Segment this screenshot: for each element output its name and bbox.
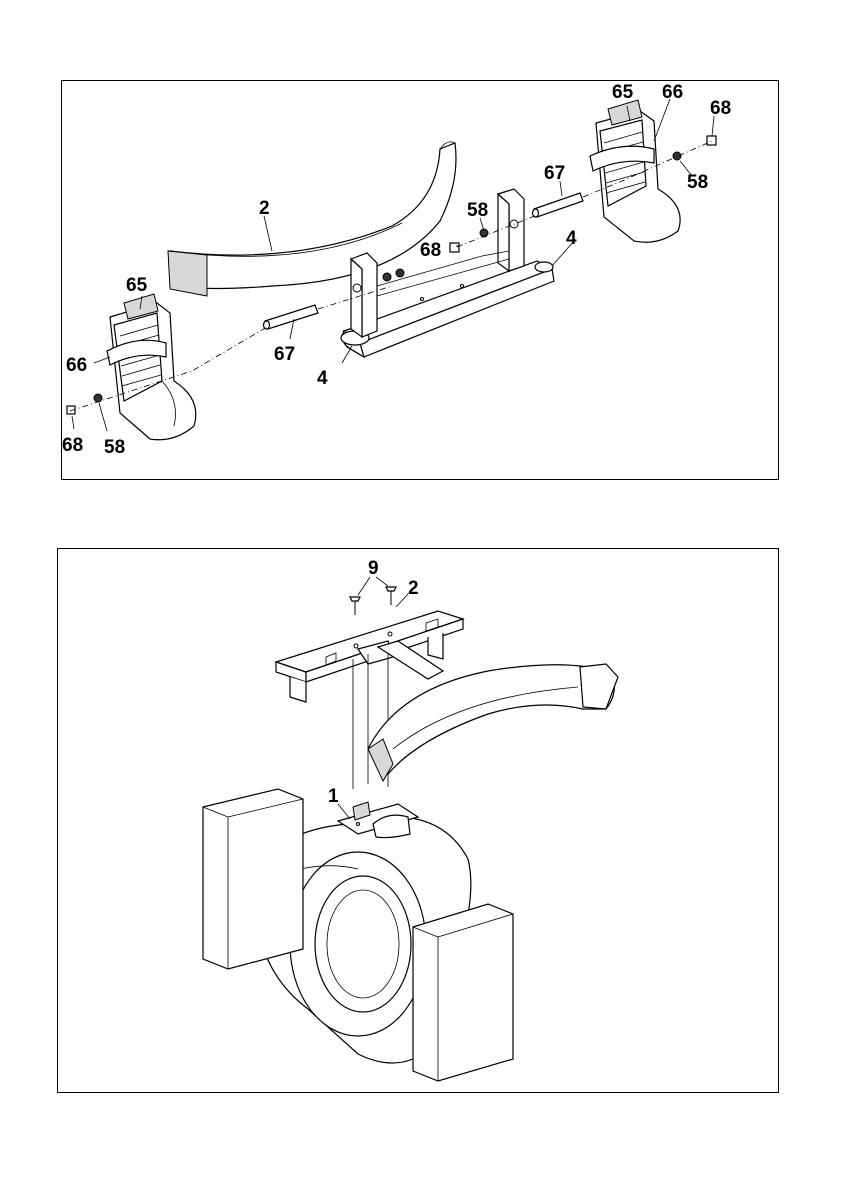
- left-pedal-part: [107, 294, 196, 440]
- packing-block-left: [203, 789, 303, 969]
- callout-2: 2: [408, 578, 419, 599]
- callout-1: 1: [328, 786, 339, 807]
- bolts-part: [350, 587, 396, 615]
- leader-lines-bottom: [338, 577, 408, 819]
- callout-66-left: 66: [66, 355, 87, 376]
- callout-65-right: 65: [612, 82, 634, 103]
- axle-left-part: [264, 305, 319, 329]
- callout-4-right: 4: [566, 228, 577, 249]
- callout-2: 2: [259, 198, 270, 219]
- callout-66-right: 66: [662, 82, 683, 103]
- callout-68-right: 68: [710, 98, 731, 119]
- callout-68-left: 68: [62, 435, 83, 456]
- pedal-assembly-drawing: 2 4 4 58 58 58 65 65 66 66 67 67 68 68 6…: [62, 81, 780, 481]
- callout-67-right: 67: [544, 163, 565, 184]
- callout-67-left: 67: [274, 344, 295, 365]
- callout-4-left: 4: [317, 368, 328, 389]
- right-pedal-part: [590, 100, 680, 242]
- callout-58-center: 58: [467, 200, 488, 221]
- base-frame-part: [341, 189, 554, 357]
- assembly-diagram-pedals: 2 4 4 58 58 58 65 65 66 66 67 67 68 68 6…: [61, 80, 779, 480]
- frame-assembly-drawing: 9 2 1: [58, 549, 780, 1094]
- callout-68-center: 68: [420, 240, 441, 261]
- crossbar-part: [168, 142, 456, 296]
- callout-58-left: 58: [104, 437, 125, 458]
- assembly-diagram-frame: 9 2 1: [57, 548, 779, 1093]
- callout-9: 9: [368, 558, 379, 579]
- callout-58-right: 58: [687, 172, 708, 193]
- curved-handle-part: [368, 664, 618, 781]
- packing-block-right: [413, 904, 513, 1081]
- axle-right-part: [533, 193, 584, 217]
- callout-65-left: 65: [126, 275, 148, 296]
